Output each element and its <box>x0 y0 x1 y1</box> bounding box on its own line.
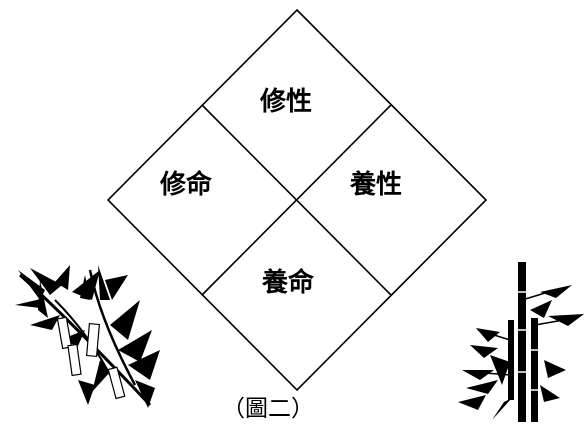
outer-diamond <box>106 8 488 392</box>
quadrant-label-right: 養性 <box>350 170 403 200</box>
bamboo-right-illustration <box>458 262 584 422</box>
quadrant-label-left: 修命 <box>160 170 213 200</box>
quadrant-label-bottom: 養命 <box>262 268 315 298</box>
quadrant-label-top: 修性 <box>260 87 313 117</box>
bamboo-left-illustration <box>15 265 160 408</box>
divider-line-ne-sw <box>201 104 392 296</box>
figure-caption: （圖二） <box>222 396 314 422</box>
